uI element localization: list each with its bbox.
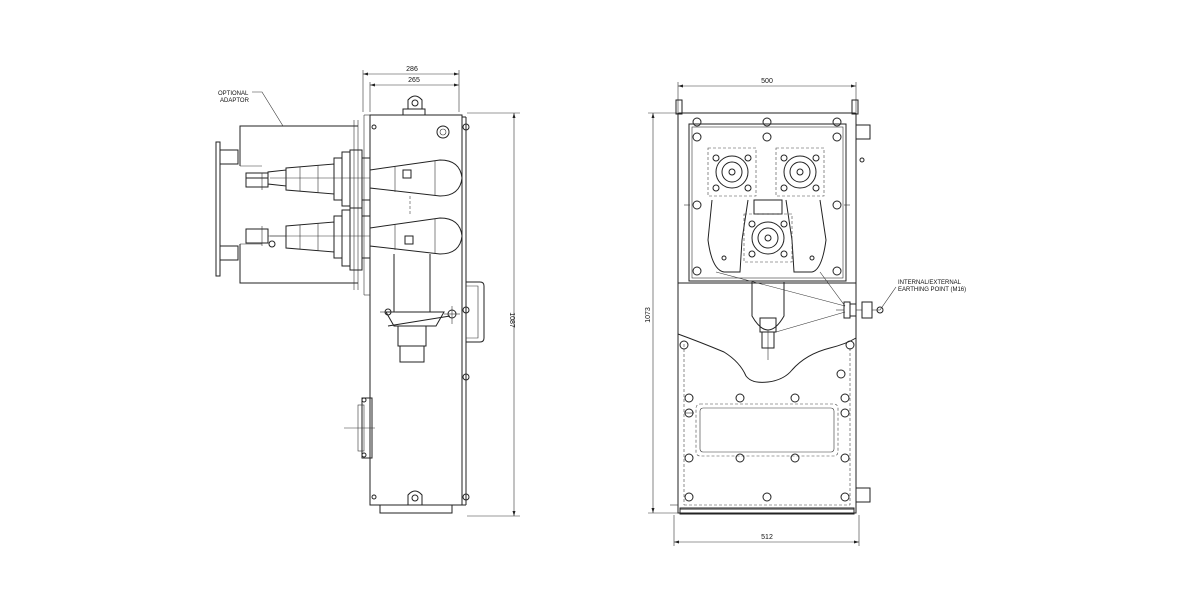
optional-adaptor-text-1: OPTIONAL <box>218 91 249 97</box>
dim-front-width-top: 500 <box>761 78 773 85</box>
window-bolts <box>684 117 850 276</box>
cover-bolts <box>679 340 855 502</box>
upper-termination <box>245 149 463 216</box>
dim-side-width-outer: 286 <box>406 66 418 73</box>
side-top-dimensions: 286 265 <box>362 66 460 112</box>
dim-side-height: 1087 <box>508 312 515 328</box>
dim-side-width-inner: 265 <box>408 77 420 84</box>
earthing-text-1: INTERNAL/EXTERNAL <box>898 280 962 286</box>
optional-adaptor <box>215 120 359 290</box>
bushing-top-left <box>707 147 757 273</box>
side-housing <box>344 95 485 514</box>
optional-adaptor-text-2: ADAPTOR <box>220 98 250 104</box>
front-housing <box>675 99 871 514</box>
front-top-dimension: 500 <box>677 78 857 112</box>
earthing-cables <box>715 255 846 333</box>
front-height-dimension: 1073 <box>645 112 680 514</box>
front-view: 500 1073 512 <box>645 78 966 546</box>
lower-termination <box>245 207 463 271</box>
front-bottom-dimension: 512 <box>673 515 860 546</box>
optional-adaptor-label: OPTIONAL ADAPTOR <box>218 91 284 127</box>
dim-front-height: 1073 <box>645 307 652 323</box>
side-height-dimension: 1087 <box>467 112 520 517</box>
side-view: 286 265 1087 <box>215 66 520 517</box>
side-lower-bushing <box>380 254 460 363</box>
front-lower-cover <box>670 333 857 515</box>
earthing-text-2: EARTHING POINT (M16) <box>898 287 966 293</box>
bushing-top-right <box>775 147 827 273</box>
dim-front-width-bottom: 512 <box>761 534 773 541</box>
earthing-point: INTERNAL/EXTERNAL EARTHING POINT (M16) <box>836 280 966 319</box>
bushing-center <box>743 199 793 360</box>
